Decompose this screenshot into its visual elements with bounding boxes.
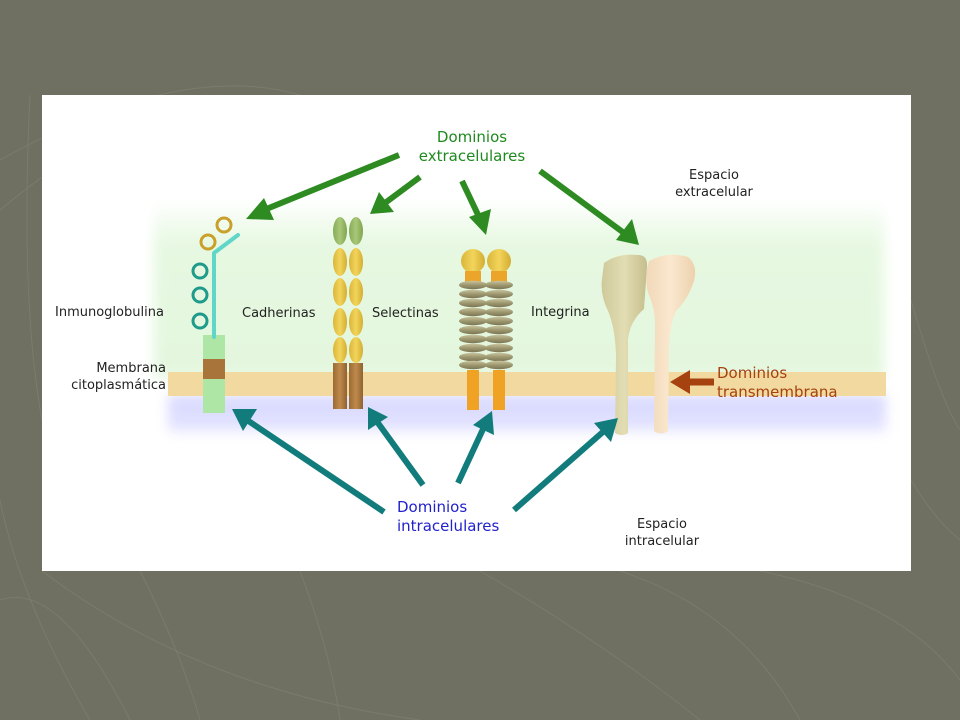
immunoglobulin-label: Inmunoglobulina — [55, 305, 164, 320]
extracellular-space-line2: extracelular — [675, 185, 753, 200]
intracellular-domains-label: Dominios intracelulares — [397, 498, 499, 536]
transmembrane-domains-line2: transmembrana — [717, 383, 838, 401]
intracellular-domains-line2: intracelulares — [397, 517, 500, 535]
arrow-to-immunoglobulin-intracellular — [232, 409, 386, 515]
intracellular-domains-line1: Dominios — [397, 498, 468, 516]
extracellular-space-label: Espacio extracelular — [654, 167, 774, 201]
arrow-to-cadherins — [370, 174, 422, 214]
intracellular-space-line1: Espacio — [637, 517, 687, 532]
integrin-label: Integrina — [531, 305, 590, 320]
diagram-panel: Dominios extracelulares Espacio extracel… — [42, 95, 911, 571]
intracellular-space-line2: intracelular — [624, 534, 700, 549]
cell-membrane — [168, 372, 886, 396]
arrow-to-selectins-intracellular — [455, 411, 494, 485]
selectin-molecule — [459, 249, 513, 410]
immunoglobulin-molecule — [191, 216, 240, 413]
arrow-to-immunoglobulin — [246, 152, 401, 220]
arrow-to-integrin — [538, 168, 639, 245]
intracellular-zone — [168, 395, 886, 435]
arrow-to-selectins — [459, 179, 491, 235]
adhesion-molecules-diagram — [154, 152, 886, 515]
transmembrane-domains-line1: Dominios — [717, 364, 788, 382]
arrow-to-integrin-intracellular — [512, 418, 618, 513]
transmembrane-arrow — [670, 370, 714, 394]
cadherins-label: Cadherinas — [242, 306, 316, 321]
transmembrane-domains-label: Dominios transmembrana — [717, 364, 838, 402]
membrane-line1: Membrana — [96, 361, 166, 376]
intracellular-space-label: Espacio intracelular — [602, 516, 722, 550]
extracellular-domains-line2: extracelulares — [418, 147, 526, 165]
extracellular-arrows — [246, 152, 639, 245]
selectins-label: Selectinas — [372, 306, 439, 321]
arrow-to-cadherins-intracellular — [368, 407, 426, 487]
extracellular-domains-label: Dominios extracelulares — [407, 128, 537, 166]
cadherin-molecule — [333, 217, 363, 409]
membrane-line2: citoplasmática — [71, 378, 166, 393]
intracellular-arrows — [232, 407, 618, 515]
membrane-label: Membrana citoplasmática — [44, 360, 166, 394]
extracellular-space-line1: Espacio — [689, 168, 739, 183]
extracellular-zone — [154, 200, 884, 378]
integrin-molecule — [601, 254, 696, 435]
extracellular-domains-line1: Dominios — [436, 128, 508, 146]
